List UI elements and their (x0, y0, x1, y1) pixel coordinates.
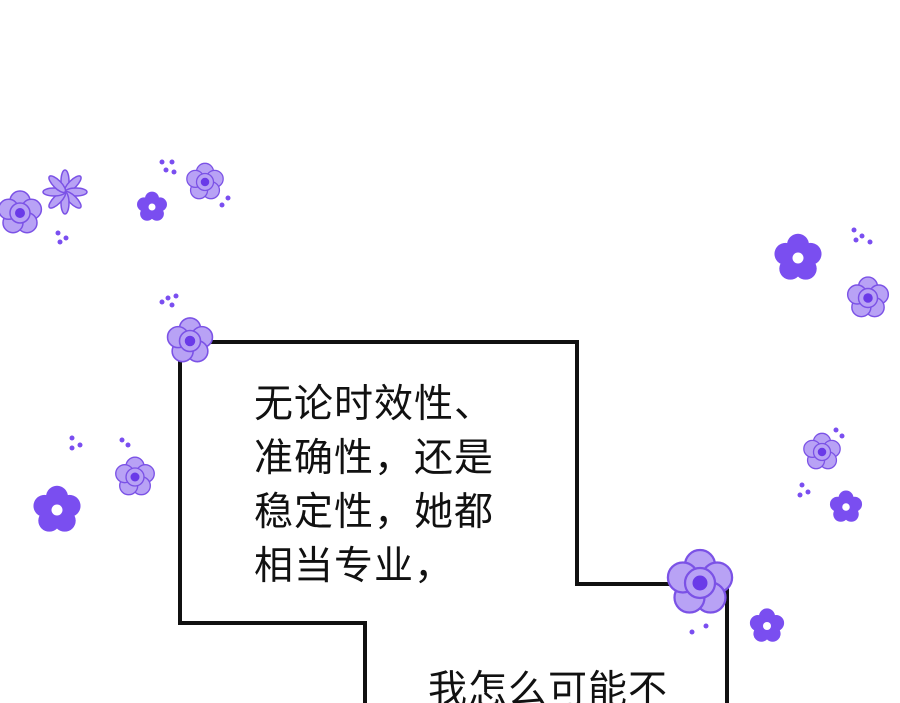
dot-decoration (163, 167, 169, 173)
dot-decoration (159, 159, 165, 165)
caption-line: 无论时效性、 (254, 382, 495, 427)
flower-center (15, 208, 25, 218)
dot-decoration (219, 202, 225, 208)
dot-decoration (853, 237, 859, 243)
caption-line: 稳定性，她都 (254, 490, 495, 535)
flower-center (51, 504, 63, 516)
caption-line: 准确性，还是 (254, 436, 495, 481)
caption-line: 相当专业， (254, 544, 455, 589)
dot-decoration (833, 427, 839, 433)
flower-center (863, 293, 873, 303)
caption-text-2: 我怎么可能不 (428, 668, 669, 703)
dot-decoration (225, 195, 231, 201)
caption-text-1: 无论时效性、 准确性，还是 稳定性，她都 相当专业， (254, 378, 494, 594)
dot-decoration (125, 442, 131, 448)
dot-decoration (171, 169, 177, 175)
flower-center (200, 177, 210, 187)
flower-center (692, 575, 708, 591)
dot-decoration (63, 235, 69, 241)
dot-decoration (703, 623, 709, 629)
flower-center (792, 252, 804, 264)
dot-decoration (867, 239, 873, 245)
flower-center (130, 472, 140, 482)
dot-decoration (69, 435, 75, 441)
dot-decoration (839, 433, 845, 439)
flower-center (184, 335, 196, 347)
dot-decoration (57, 239, 63, 245)
dot-decoration (797, 492, 803, 498)
dot-decoration (859, 233, 865, 239)
dot-decoration (689, 629, 695, 635)
dot-decoration (169, 159, 175, 165)
dot-decoration (851, 227, 857, 233)
flower-center (763, 622, 771, 630)
dot-decoration (169, 302, 175, 308)
dot-decoration (55, 230, 61, 236)
dot-decoration (159, 299, 165, 305)
flower-center (842, 503, 850, 511)
dot-decoration (165, 295, 171, 301)
flower-center (148, 203, 156, 211)
flower-center (817, 447, 827, 457)
dot-decoration (799, 482, 805, 488)
dot-decoration (805, 489, 811, 495)
dot-decoration (173, 293, 179, 299)
dot-decoration (77, 442, 83, 448)
flower-icon (42, 169, 88, 215)
dot-decoration (119, 437, 125, 443)
dot-decoration (69, 445, 75, 451)
